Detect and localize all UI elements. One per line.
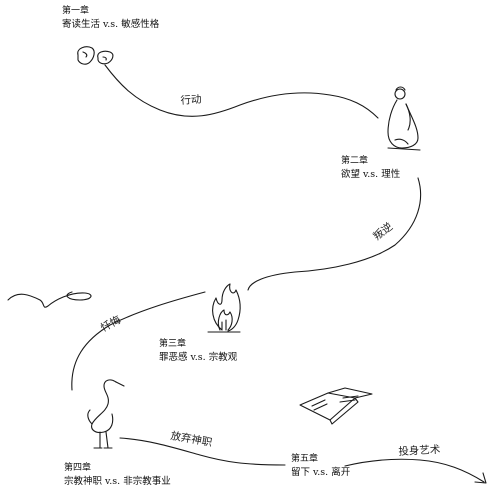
- chapter-2-label: 第二章 欲望 v.s. 理性: [341, 154, 400, 182]
- chapter-2-title: 欲望 v.s. 理性: [341, 169, 401, 180]
- chapter-4-title: 宗教神职 v.s. 非宗教事业: [64, 476, 171, 487]
- chapter-5-number: 第五章: [291, 454, 319, 464]
- path-rebellion: [248, 178, 421, 290]
- chapter-5-title: 留下 v.s. 离开: [291, 467, 351, 478]
- path-label-action: 行动: [180, 93, 202, 107]
- path-label-devote-art: 投身艺术: [398, 443, 441, 458]
- chapter-3-number: 第三章: [159, 339, 187, 349]
- chapter-1-label: 第一章 寄读生活 v.s. 敏感性格: [62, 4, 159, 32]
- open-book-icon: [300, 388, 372, 424]
- path-action: [105, 65, 378, 118]
- arrowhead-icon: [475, 473, 486, 483]
- scribble-loop: [8, 292, 91, 307]
- chapter-1-number: 第一章: [62, 6, 90, 16]
- path-repentance: [72, 292, 205, 390]
- chapter-4-number: 第四章: [64, 463, 92, 473]
- chapter-2-number: 第二章: [341, 156, 369, 166]
- chapter-4-label: 第四章 宗教神职 v.s. 非宗教事业: [64, 461, 171, 489]
- chapter-5-label: 第五章 留下 v.s. 离开: [291, 452, 350, 480]
- shoes-icon: [78, 47, 113, 64]
- chapter-1-title: 寄读生活 v.s. 敏感性格: [62, 19, 160, 30]
- path-devote-art: [345, 459, 484, 482]
- chapter-3-label: 第三章 罪恶感 v.s. 宗教观: [159, 337, 237, 365]
- heron-icon: [88, 380, 124, 448]
- path-abandon: [120, 438, 285, 465]
- fire-icon: [208, 284, 240, 332]
- crouching-figure-icon: [388, 87, 420, 150]
- chapter-3-title: 罪恶感 v.s. 宗教观: [159, 352, 238, 363]
